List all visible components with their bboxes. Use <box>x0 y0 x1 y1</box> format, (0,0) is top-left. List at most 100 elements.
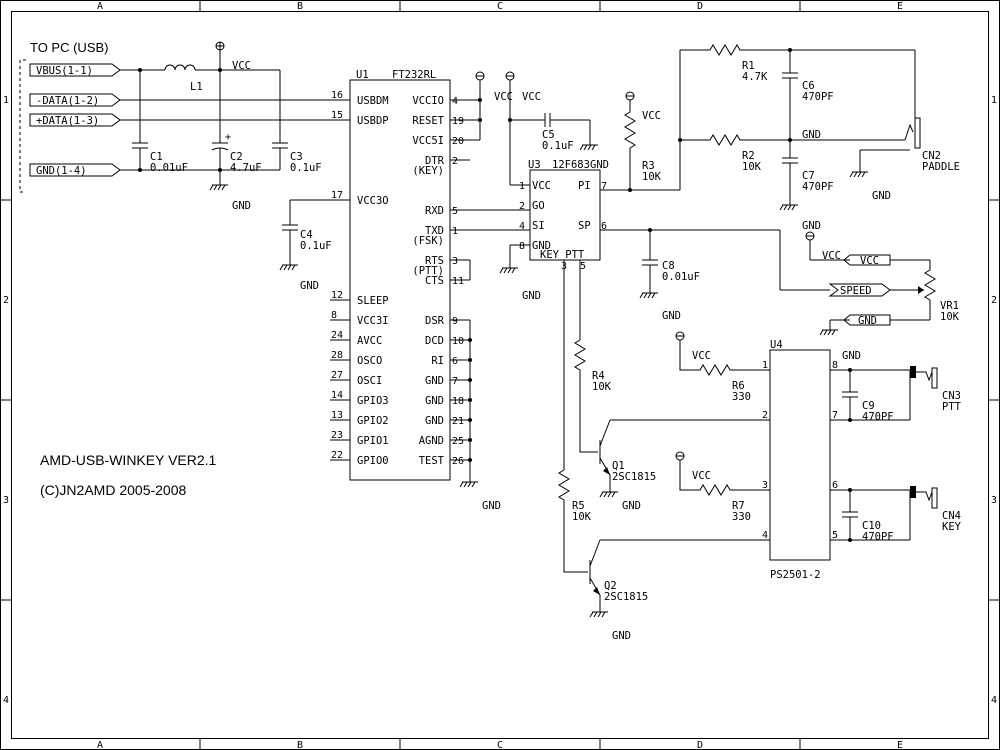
u1-pin-number: 23 <box>331 430 343 441</box>
u1-pin-number: 16 <box>331 90 343 101</box>
c5-ref: C5 <box>542 129 555 141</box>
ground-symbol <box>279 264 298 271</box>
resistor-r4 <box>574 339 598 453</box>
to-pc-label: TO PC (USB) <box>30 40 109 55</box>
c6-ref: C6 <box>802 80 815 92</box>
cn3-value: PTT <box>942 401 962 413</box>
u1-pin-number: 20 <box>452 136 464 147</box>
u3-pin-gnd: GND <box>532 240 551 252</box>
vcc-label: VCC <box>692 350 711 362</box>
u1-pin-number: 13 <box>331 410 343 421</box>
col-label: C <box>497 740 503 750</box>
u4-ref: U4 <box>770 339 783 351</box>
speed-label: SPEED <box>840 285 872 297</box>
row-label: 2 <box>991 295 997 306</box>
cn4-value: KEY <box>942 521 962 533</box>
svg-text:3: 3 <box>762 480 768 491</box>
cn2-value: PADDLE <box>922 161 960 173</box>
u1-pin-name: (KEY) <box>412 165 444 177</box>
u1-pin-name: DTR <box>425 155 445 167</box>
col-label: D <box>697 740 703 750</box>
vcc-label: VCC <box>232 60 251 72</box>
u1-pin-name: GPIO2 <box>357 415 389 427</box>
u1-pin-name: (PTT) <box>412 265 444 277</box>
u1-pin-name: VCC3I <box>357 315 389 327</box>
u1-pin-name: OSCO <box>357 355 382 367</box>
transistor-drivers: R4 10K Q1 2SC1815 GND R5 10K Q2 2SC1815 … <box>558 260 770 642</box>
gnd-flag-label: GND <box>858 315 877 327</box>
gnd-label: GND <box>802 220 821 232</box>
vcc-label: VCC <box>692 470 711 482</box>
c2-value: 4.7uF <box>230 162 262 174</box>
resistor-r5 <box>558 469 588 573</box>
u1-pin-name: USBDM <box>357 95 389 107</box>
usb-gnd-port: GND(1-4) <box>36 165 87 177</box>
q2-value: 2SC1815 <box>604 591 648 603</box>
u1-pin-number: 7 <box>452 376 458 387</box>
u1-pin-number: 22 <box>331 450 343 461</box>
svg-text:7: 7 <box>832 410 838 421</box>
r4-ref: R4 <box>592 370 605 382</box>
u1-pin-number: 15 <box>331 110 343 121</box>
u1-pin-number: 18 <box>452 396 464 407</box>
resistor-r1 <box>680 44 860 56</box>
q1-value: 2SC1815 <box>612 471 656 483</box>
gnd-label: GND <box>522 290 541 302</box>
u1-ref: U1 <box>356 69 369 81</box>
c3-value: 0.1uF <box>290 162 322 174</box>
u1-pin-number: 1 <box>452 226 458 237</box>
ground-symbol <box>209 184 228 191</box>
c1-ref: C1 <box>150 151 163 163</box>
r2-value: 10K <box>742 161 762 173</box>
u1-pin-number: 14 <box>331 390 343 401</box>
u1-pin-name: RESET <box>412 115 444 127</box>
vcc-flag-label: VCC <box>860 255 879 267</box>
key-jack <box>910 486 916 498</box>
u1-pin-number: 4 <box>452 96 458 107</box>
svg-text:8: 8 <box>519 241 525 252</box>
gnd-label: GND <box>612 630 631 642</box>
col-label: E <box>897 740 903 750</box>
svg-text:7: 7 <box>601 181 607 192</box>
gnd-label: GND <box>622 500 641 512</box>
u1-pin-number: 26 <box>452 456 464 467</box>
svg-text:2: 2 <box>762 410 768 421</box>
u1-pin-name: TEST <box>419 455 445 467</box>
u1-pin-number: 27 <box>331 370 343 381</box>
vcc-label: VCC <box>642 110 661 122</box>
u1-pin-number: 21 <box>452 416 464 427</box>
row-label: 4 <box>3 695 9 706</box>
svg-text:8: 8 <box>832 360 838 371</box>
r3-value: 10K <box>642 171 662 183</box>
row-label: 4 <box>991 695 997 706</box>
ic-u1-ft232rl: U1 FT232RL <box>349 69 451 481</box>
u1-part: FT232RL <box>392 69 436 81</box>
vcc-label: VCC <box>822 250 841 262</box>
svg-text:5: 5 <box>580 261 586 272</box>
u3-pin-pi: PI <box>578 180 591 192</box>
svg-text:+: + <box>225 132 231 143</box>
c9-value: 470PF <box>862 411 894 423</box>
potentiometer-vr1 <box>924 260 936 320</box>
r1-value: 4.7K <box>742 71 768 83</box>
u3-pin-vcc: VCC <box>532 180 551 192</box>
output-jacks: C9 470PF CN3 PTT C10 470PF CN4 KEY <box>830 366 962 543</box>
opto-drive-network: VCC R6 330 VCC R7 330 <box>675 331 770 523</box>
u1-pin-number: 2 <box>452 156 458 167</box>
c7-ref: C7 <box>802 170 815 182</box>
row-label: 2 <box>3 295 9 306</box>
r4-value: 10K <box>592 381 612 393</box>
vcc-net-flag <box>843 254 891 266</box>
u1-pin-name: (FSK) <box>412 235 444 247</box>
u1-pin-name: RTS <box>425 255 444 267</box>
vr1-value: 10K <box>940 311 960 323</box>
gnd-label: GND <box>590 159 609 171</box>
col-label: E <box>897 1 903 12</box>
u1-pin-name: SLEEP <box>357 295 389 307</box>
gnd-label: GND <box>662 310 681 322</box>
c8-ref: C8 <box>662 260 675 272</box>
r5-ref: R5 <box>572 500 585 512</box>
row-label: 3 <box>3 495 9 506</box>
ic-u3-12f683: U3 12F683 GND 1 VCC 2 GO 4 SI 8 GND PI 7… <box>499 159 609 302</box>
cn2-ref: CN2 <box>922 150 941 162</box>
